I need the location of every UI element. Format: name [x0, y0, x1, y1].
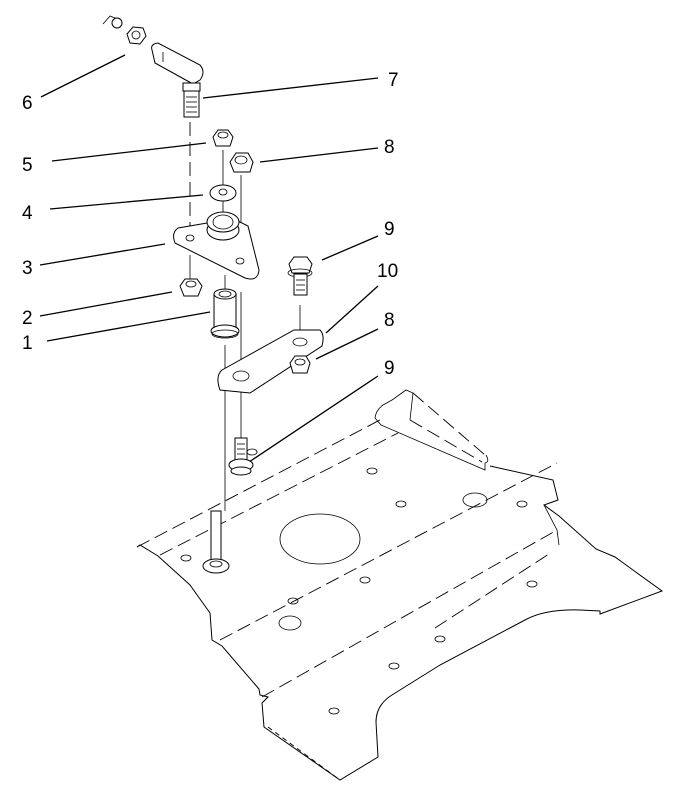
- callout-9-lower: 9: [384, 358, 395, 379]
- callout-10: 10: [377, 261, 399, 282]
- callout-8-lower: 8: [384, 310, 395, 331]
- part-10-link: [217, 329, 324, 394]
- callout-8-upper: 8: [384, 137, 395, 158]
- part-3-pivot-bracket: [173, 211, 260, 280]
- part-4-washer: [209, 184, 237, 202]
- part-5-lock-nut: [212, 129, 234, 147]
- part-9-flange-screw-upper: [287, 256, 313, 296]
- part-7-ball-joint: [151, 42, 204, 118]
- part-6-jam-nut: [102, 15, 147, 45]
- callout-6: 6: [22, 93, 33, 114]
- part-9-flange-screw-lower: [228, 437, 254, 476]
- callout-9-upper: 9: [384, 219, 395, 240]
- leader-lines: [39, 54, 379, 465]
- base-plate: [136, 389, 664, 781]
- part-1-bushing: [210, 288, 240, 339]
- callout-7: 7: [388, 70, 399, 91]
- callout-2: 2: [22, 308, 33, 329]
- part-2-flange-nut: [179, 278, 203, 297]
- callout-3: 3: [22, 258, 33, 279]
- callout-1: 1: [22, 333, 33, 354]
- part-8-lock-nut-lower: [289, 355, 311, 374]
- shoulder-bolt: [202, 510, 230, 574]
- part-8-lock-nut-upper: [229, 152, 254, 173]
- callout-5: 5: [22, 155, 33, 176]
- callout-4: 4: [22, 203, 33, 224]
